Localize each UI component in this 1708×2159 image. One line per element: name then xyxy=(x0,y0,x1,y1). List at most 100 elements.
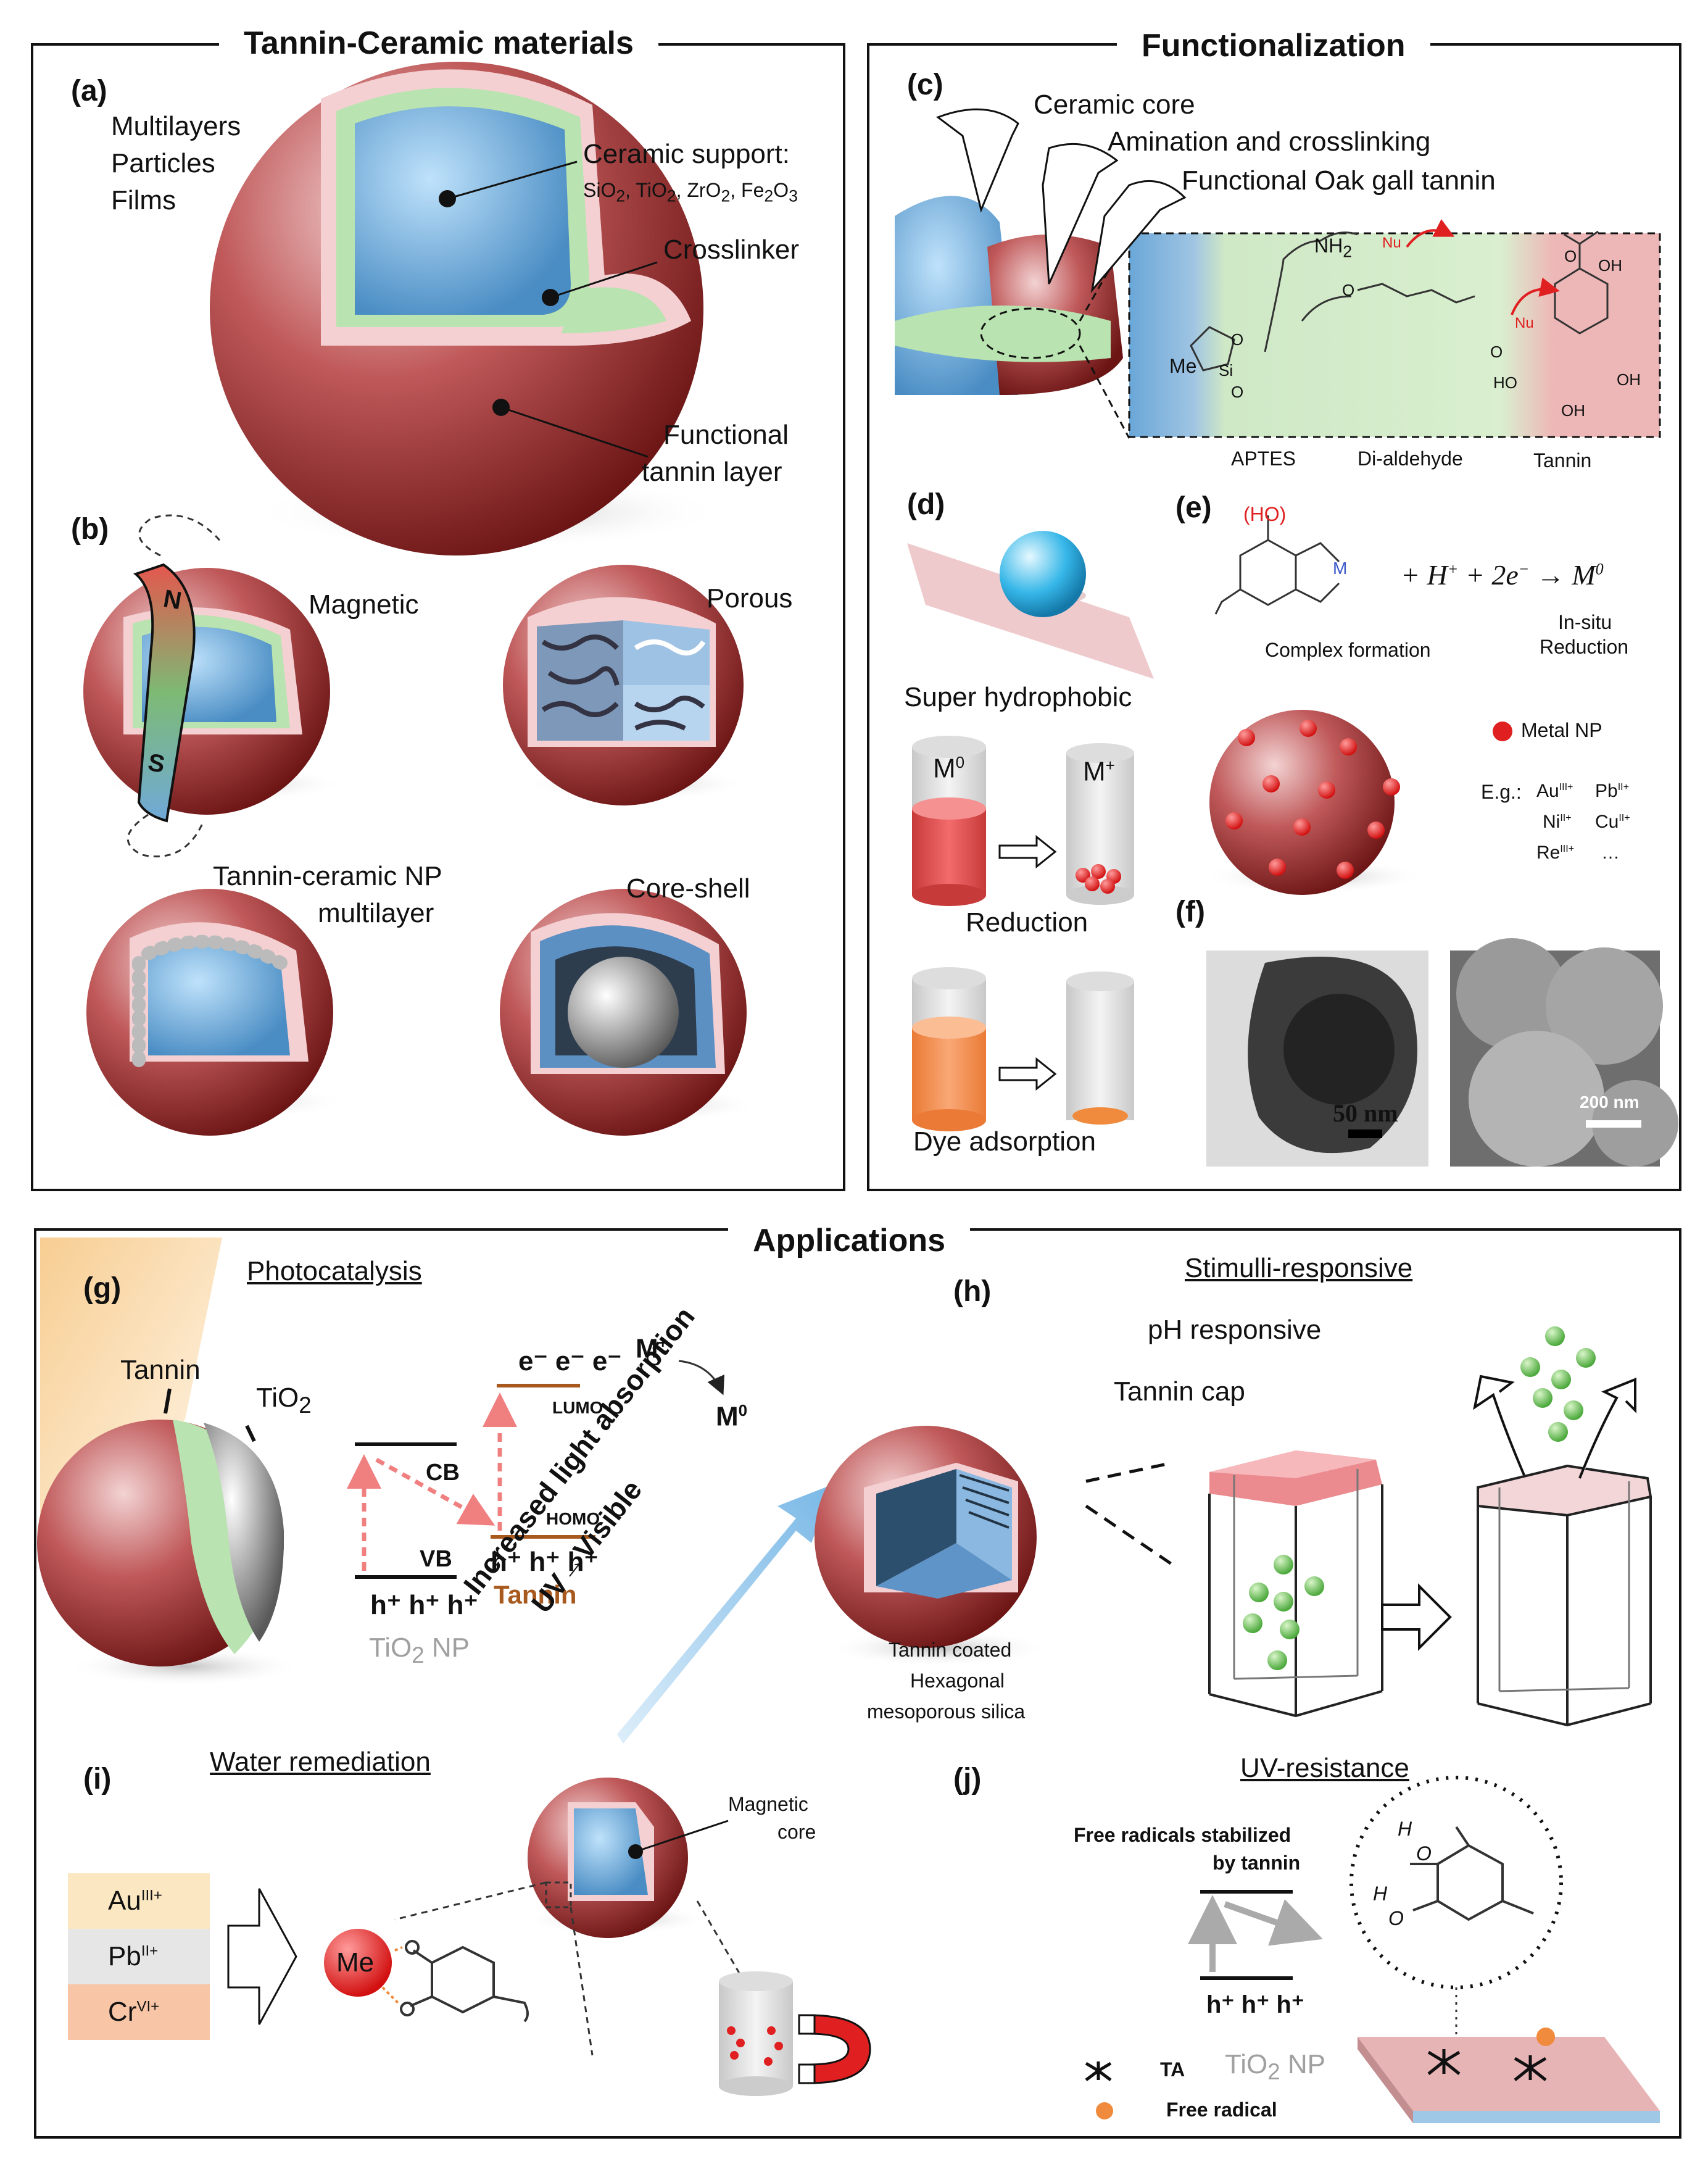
label-j: (j) xyxy=(953,1763,982,1795)
oh-label-2: OH xyxy=(1617,370,1641,389)
free-radical-label: Free radical xyxy=(1166,2099,1277,2121)
cb-label: CB xyxy=(426,1460,460,1486)
panel-title-applications: Applications xyxy=(728,1222,971,1259)
form-films: Films xyxy=(111,185,176,215)
ceramic-formulas: SiO2, TiO2, ZrO2, Fe2O3 xyxy=(583,179,798,206)
sem-micrograph xyxy=(1450,938,1678,1167)
m-zero-label: M0 xyxy=(716,1401,748,1432)
multilayer-label-1: Tannin-ceramic NP xyxy=(213,861,442,891)
h-label-2: H xyxy=(1373,1882,1388,1905)
me-label: Me xyxy=(1169,355,1197,377)
tio2-np-j-label: TiO2 NP xyxy=(1225,2049,1325,2084)
lumo-label: LUMO xyxy=(552,1398,603,1417)
nu-label-2: Nu xyxy=(1515,315,1534,331)
label-a: (a) xyxy=(71,75,107,107)
mplus-label: M+ xyxy=(1083,756,1115,787)
cut-sphere-diagram xyxy=(210,62,722,555)
dye-adsorption-label: Dye adsorption xyxy=(913,1126,1096,1157)
insitu-label-2: Reduction xyxy=(1540,636,1629,658)
tem-micrograph xyxy=(1206,951,1428,1167)
ion-cr-label: CrVI+ xyxy=(108,1997,160,2027)
insitu-label-1: In-situ xyxy=(1558,611,1612,633)
pointer-tannin-layer xyxy=(500,406,649,458)
ceramic-support-label: Ceramic support: xyxy=(583,139,790,169)
porous-label: Porous xyxy=(707,583,793,614)
uv-resistance-diagram xyxy=(1085,1776,1660,2123)
ion-cu: CuII+ xyxy=(1595,812,1630,832)
o-label-5: O xyxy=(1564,247,1577,265)
ceramic-core-label: Ceramic core xyxy=(1034,89,1195,120)
opened-pore xyxy=(1473,1326,1652,1727)
label-h: (h) xyxy=(953,1275,992,1308)
metal-np-label: Metal NP xyxy=(1521,719,1602,741)
homo-label: HOMO xyxy=(546,1509,600,1528)
tannin-layer-label: tannin layer xyxy=(642,457,782,487)
label-i: (i) xyxy=(83,1763,112,1795)
water-remediation-diagram xyxy=(68,1778,871,2096)
m-plus-label: M+ xyxy=(636,1333,668,1364)
ion-ni: NiII+ xyxy=(1543,812,1572,832)
silica-caption-2: Hexagonal xyxy=(910,1670,1005,1692)
reduction-equation: + H+ + 2e− → M0 xyxy=(1401,559,1604,591)
hydrophobic-diagram xyxy=(907,531,1154,679)
oh-label-1: OH xyxy=(1598,256,1622,275)
label-d: (d) xyxy=(907,488,945,521)
dialdehyde-label: Di-aldehyde xyxy=(1358,447,1463,470)
h-label-1: H xyxy=(1398,1818,1412,1840)
crosslinker-label: Crosslinker xyxy=(663,235,800,265)
multilayer-sphere xyxy=(86,889,346,1136)
holes-tio2-label: h⁺ h⁺ h⁺ xyxy=(370,1590,478,1620)
reduction-label: Reduction xyxy=(966,907,1088,938)
si-label: Si xyxy=(1219,361,1233,380)
electrons-label: e⁻ e⁻ e⁻ xyxy=(518,1346,622,1376)
ion-more: … xyxy=(1601,842,1620,863)
pointer-dot xyxy=(542,289,559,306)
o-label-4: O xyxy=(1490,343,1503,361)
oak-label: Functional Oak gall tannin xyxy=(1182,165,1496,196)
m0-label: M0 xyxy=(933,753,965,784)
tio2-g-label: TiO2 xyxy=(256,1383,312,1418)
me-i-label: Me xyxy=(336,1947,375,1978)
photocatalysis-heading: Photocatalysis xyxy=(247,1256,422,1286)
magnetic-sphere xyxy=(83,514,346,858)
pointer-dot xyxy=(492,399,510,416)
ion-au: AuIII+ xyxy=(1536,781,1573,801)
panel-title-tannin-ceramic: Tannin-Ceramic materials xyxy=(219,25,658,62)
eg-label: E.g.: xyxy=(1481,781,1522,803)
ph-responsive-label: pH responsive xyxy=(1148,1315,1322,1345)
o-j-label-2: O xyxy=(1388,1907,1404,1929)
release-arrow xyxy=(1381,1583,1452,1651)
holes-j-label: h⁺ h⁺ h⁺ xyxy=(1206,1991,1304,2018)
o-label-1: O xyxy=(1231,330,1244,349)
metal-np-sphere xyxy=(1203,710,1425,895)
o-label-3: O xyxy=(1342,281,1355,299)
ta-label: TA xyxy=(1160,2058,1185,2081)
amination-label: Amination and crosslinking xyxy=(1108,127,1431,157)
silica-caption-3: mesoporous silica xyxy=(867,1700,1026,1723)
form-particles: Particles xyxy=(111,148,215,178)
dye-cylinders xyxy=(912,967,1134,1131)
complex-formation-structure xyxy=(1214,515,1340,615)
tannin-label: Tannin xyxy=(1533,449,1592,472)
photocatalysis-sphere xyxy=(37,1238,302,1686)
magnetic-label: Magnetic xyxy=(309,589,419,620)
free-radicals-label-2: by tannin xyxy=(1213,1852,1301,1874)
functionalization-diagram xyxy=(895,108,1661,439)
ion-au-label: AuIII+ xyxy=(108,1886,162,1916)
tannin-cap-label: Tannin cap xyxy=(1114,1376,1245,1407)
reduction-cylinders xyxy=(912,736,1134,906)
m-e-label: M xyxy=(1333,559,1348,578)
functional-label: Functional xyxy=(663,420,789,450)
ion-pb-label: PbII+ xyxy=(108,1941,159,1971)
vb-label: VB xyxy=(420,1546,452,1572)
core-shell-label: Core-shell xyxy=(626,873,750,904)
scale-50nm: 50 nm xyxy=(1333,1099,1398,1127)
ion-re: ReIII+ xyxy=(1536,842,1575,863)
magnetic-core-label-1: Magnetic xyxy=(728,1793,808,1815)
nh2-label: NH2 xyxy=(1314,235,1353,261)
label-b: (b) xyxy=(71,513,109,546)
water-remediation-heading: Water remediation xyxy=(210,1747,431,1777)
super-hydrophobic-label: Super hydrophobic xyxy=(904,682,1132,712)
silica-caption-1: Tannin coated xyxy=(889,1639,1012,1661)
